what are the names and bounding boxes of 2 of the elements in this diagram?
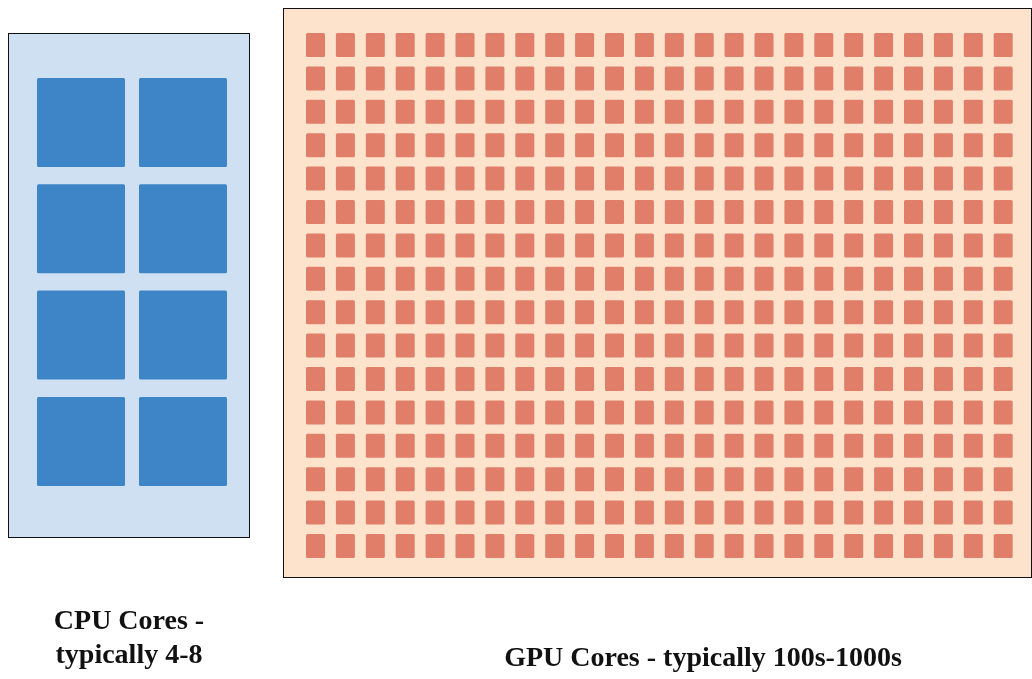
panel-caption: GPU Cores - typically 100s-1000s (503, 640, 903, 674)
panel-caption: CPU Cores - typically 4-8 (52, 603, 206, 671)
